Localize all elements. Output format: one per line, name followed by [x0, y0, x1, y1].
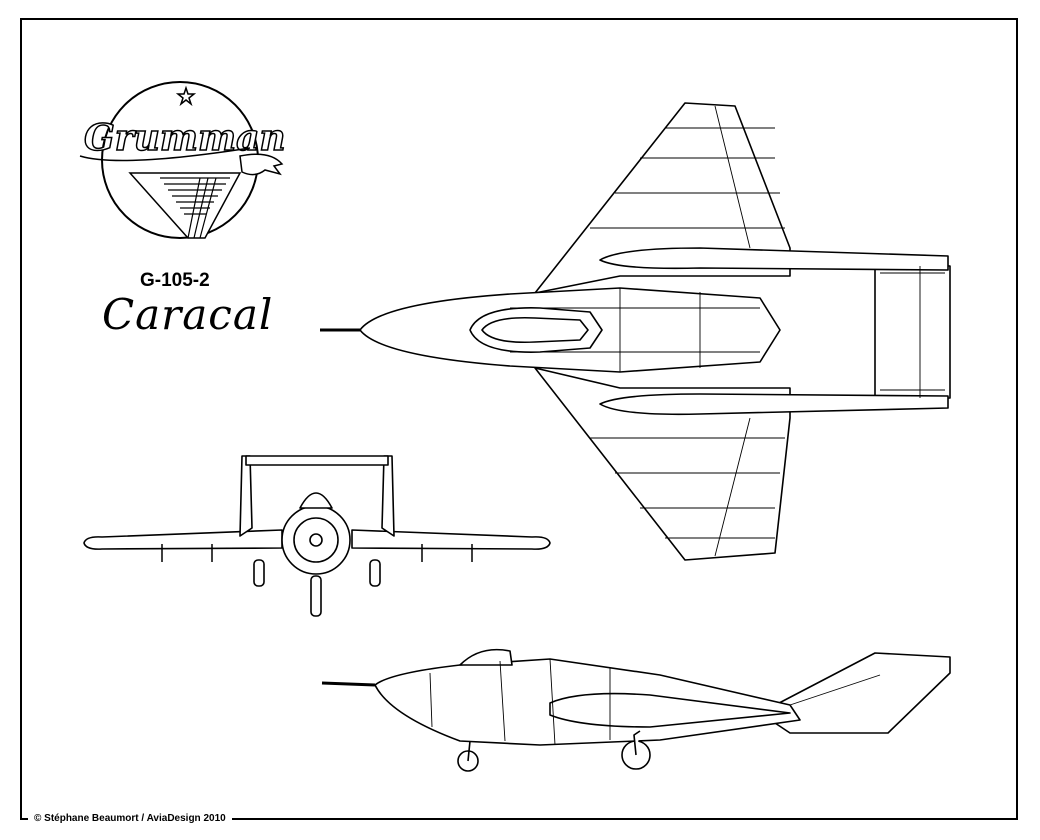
side-view-canopy — [460, 650, 512, 665]
top-view — [320, 98, 970, 568]
grumman-wings — [130, 154, 282, 238]
top-view-upper-boom — [600, 248, 948, 270]
front-view-right-wing — [352, 530, 550, 549]
front-view-right-fin — [382, 456, 394, 536]
aircraft-name: Caracal — [102, 290, 274, 339]
front-view-left-wing — [84, 530, 282, 549]
front-view-left-gear — [254, 560, 264, 586]
top-view-tailplane — [875, 263, 950, 401]
front-view-tailplane — [246, 456, 388, 465]
front-view-left-fin — [240, 456, 252, 536]
copyright-credit: © Stéphane Beaumort / AviaDesign 2010 — [28, 813, 232, 824]
top-view-lower-boom — [600, 394, 948, 414]
side-view — [320, 645, 960, 775]
grumman-logo: Grumman — [60, 78, 286, 258]
front-view-right-gear — [370, 560, 380, 586]
grumman-wordmark: Grumman — [84, 117, 286, 159]
drawing-frame — [20, 18, 1018, 820]
side-view-fin — [760, 653, 950, 733]
aircraft-designation: G-105-2 — [140, 270, 210, 291]
front-view-canopy — [300, 493, 332, 508]
front-view-nose-gear — [311, 576, 321, 616]
front-view — [82, 448, 552, 624]
